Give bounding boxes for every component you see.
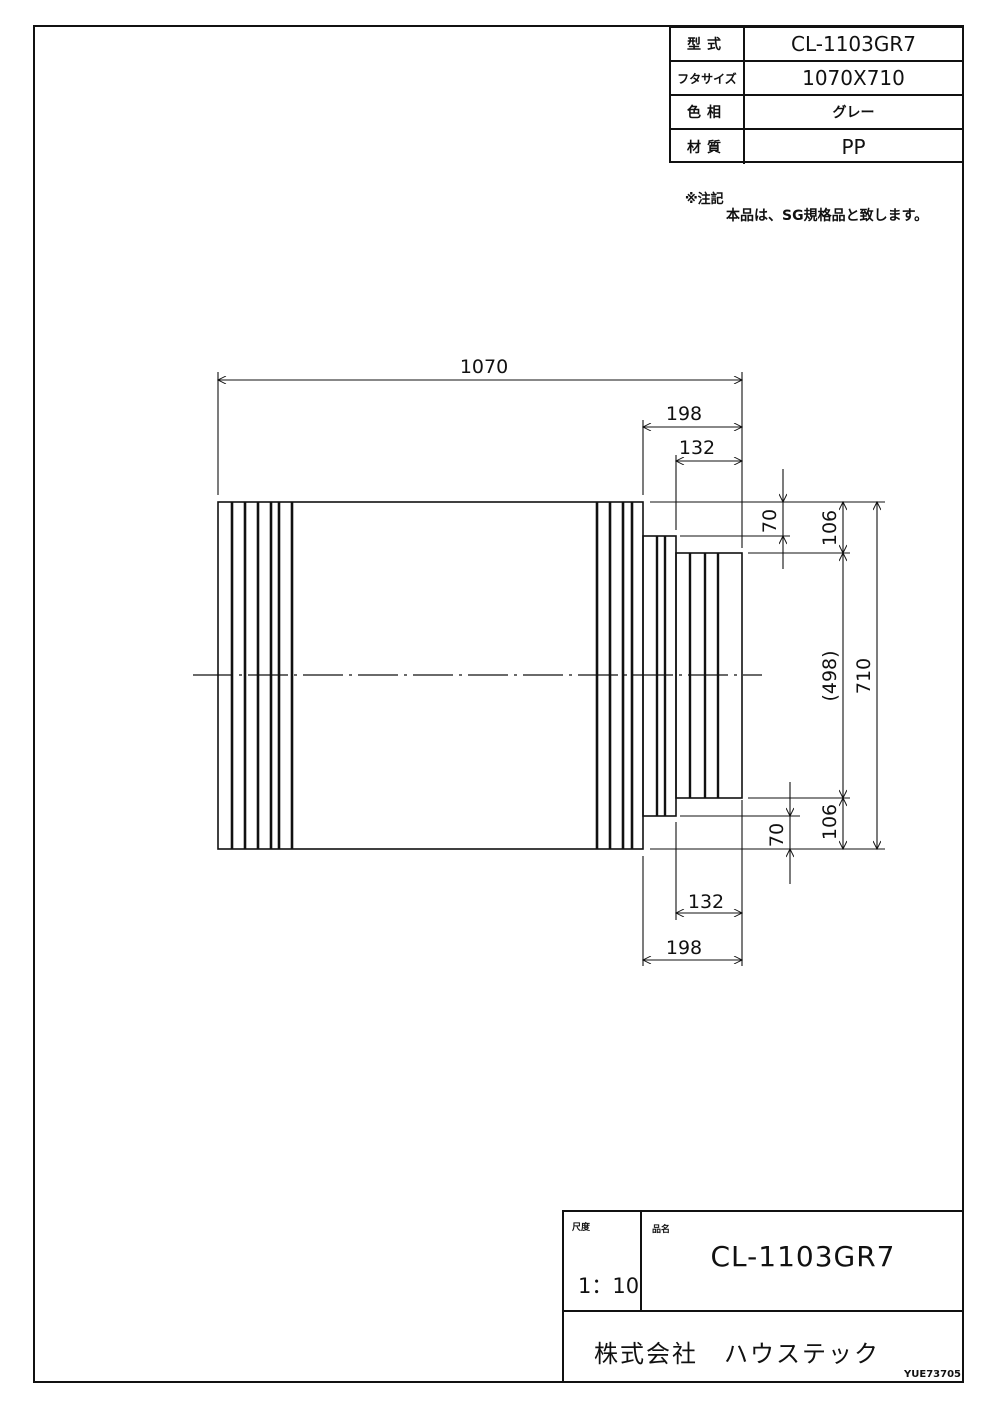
dim-text-198-top: 198	[666, 403, 702, 425]
company-name: 株式会社 ハウステック	[594, 1340, 880, 1368]
spec-row-lid-size: フタサイズ 1070X710	[671, 62, 962, 96]
scale-label: 尺度	[572, 1223, 591, 1233]
spec-value-lid-size: 1070X710	[802, 66, 905, 90]
dim-text-498: (498)	[819, 650, 841, 701]
product-name-label: 品名	[652, 1225, 671, 1235]
dim-text-70-bottom: 70	[766, 823, 788, 847]
dim-text-70-top: 70	[759, 509, 781, 533]
spec-value-model: CL-1103GR7	[791, 32, 916, 56]
spec-table: 型式 CL-1103GR7 フタサイズ 1070X710 色相 グレー 材質 P…	[669, 26, 964, 164]
spec-value-color: グレー	[832, 105, 875, 121]
drawing-code: YUE73705	[904, 1369, 961, 1380]
product-name: CL-1103GR7	[710, 1240, 896, 1273]
spec-value-material: PP	[841, 135, 866, 159]
title-block: 尺度 1：10 品名 CL-1103GR7 株式会社 ハウステック YUE737…	[562, 1210, 964, 1383]
dim-text-710: 710	[853, 658, 875, 694]
dim-text-132-bottom: 132	[688, 891, 724, 913]
scale-value: 1：10	[578, 1274, 640, 1298]
lid-step-outer	[642, 535, 677, 817]
spec-label-lid-size: フタサイズ	[671, 62, 745, 94]
spec-label-material: 材質	[671, 130, 745, 164]
dim-text-1070: 1070	[460, 356, 508, 378]
scale-box: 尺度 1：10	[564, 1212, 642, 1310]
spec-label-color: 色相	[671, 96, 745, 128]
spec-row-material: 材質 PP	[671, 130, 962, 164]
note-text: 本品は、SG規格品と致します。	[726, 208, 929, 224]
spec-row-color: 色相 グレー	[671, 96, 962, 130]
dim-text-132-top: 132	[679, 437, 715, 459]
spec-label-model: 型式	[671, 28, 745, 60]
dim-text-106-top: 106	[819, 510, 841, 546]
note-title: ※注記	[685, 192, 724, 207]
dim-text-106-bottom: 106	[819, 804, 841, 840]
title-block-divider	[564, 1310, 964, 1312]
lid-step-inner	[675, 552, 743, 799]
dim-text-198-bottom: 198	[666, 937, 702, 959]
spec-row-model: 型式 CL-1103GR7	[671, 28, 962, 62]
drawing-frame	[33, 25, 964, 1383]
